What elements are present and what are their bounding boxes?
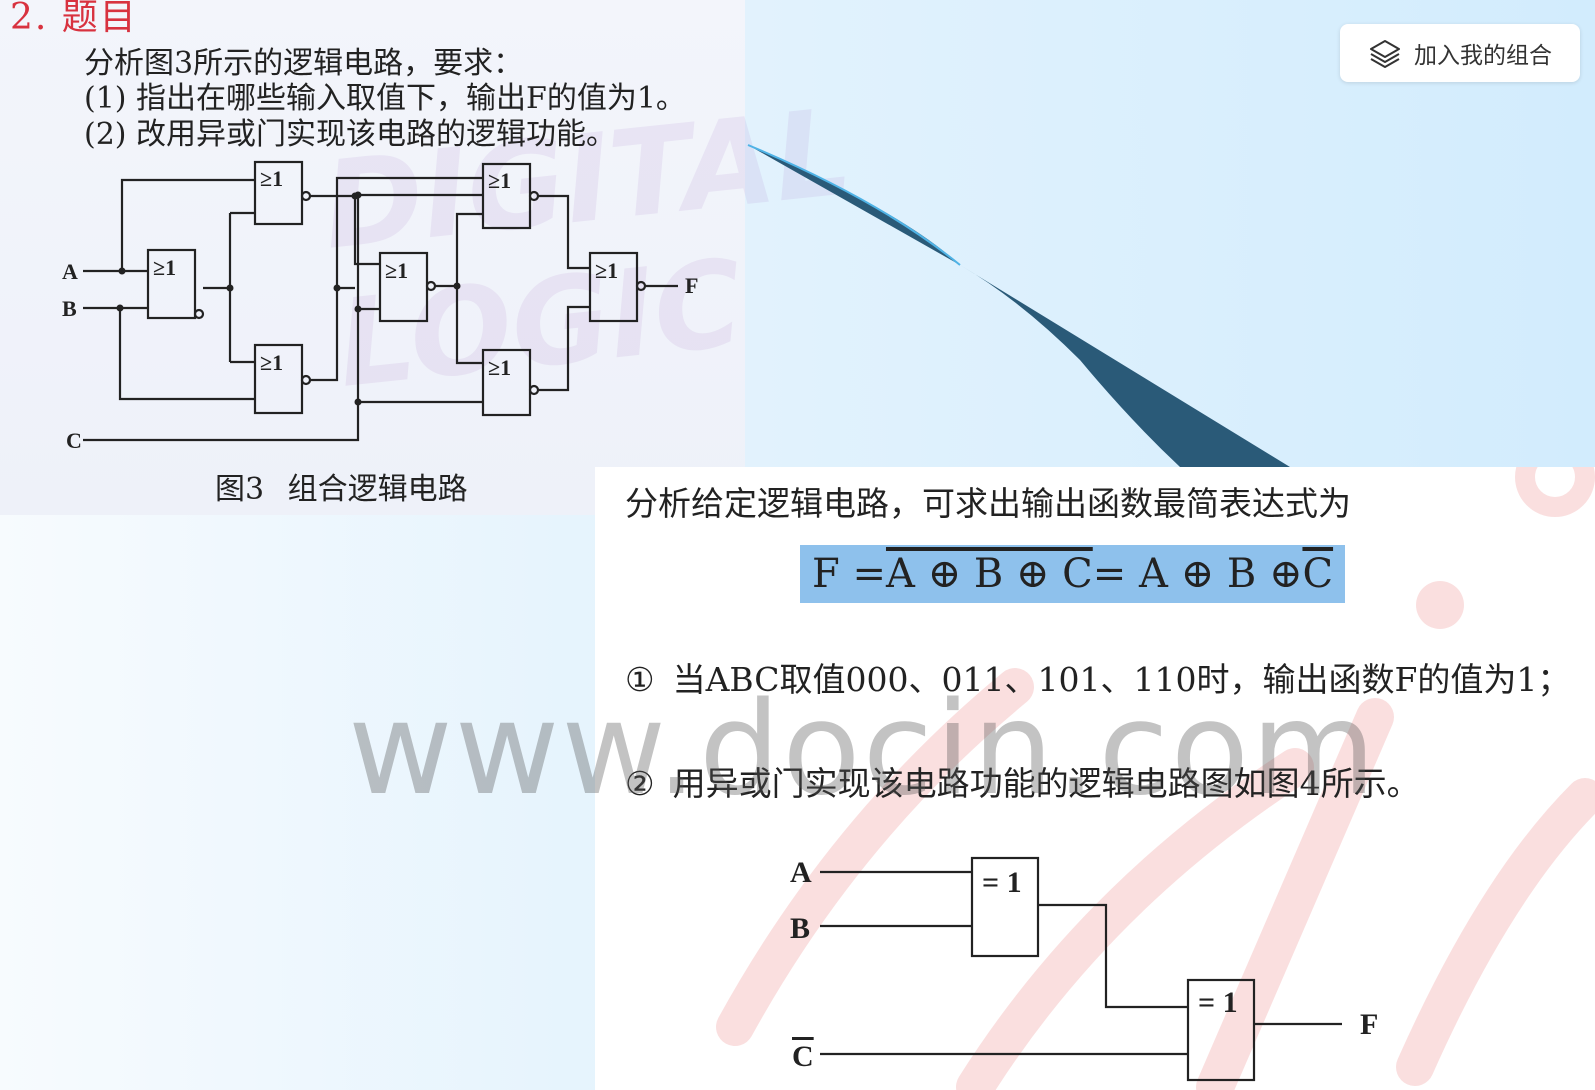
- question-intro: 分析图3所示的逻辑电路，要求：: [84, 46, 524, 81]
- gate-label: ≥1: [385, 258, 408, 283]
- gate-label: ≥1: [488, 355, 511, 380]
- formula-negated-term: A ⊕ B ⊕ C: [885, 551, 1093, 597]
- gate-label: ≥1: [595, 258, 618, 283]
- xor-gate-label: = 1: [982, 866, 1022, 899]
- input-label-c-bar: C: [792, 1040, 814, 1073]
- xor-gate-label: = 1: [1198, 986, 1238, 1019]
- question-item-2: (2) 改用异或门实现该电路的逻辑功能。: [84, 117, 617, 152]
- answer-step-1: ① 当ABC取值000、011、101、110时，输出函数F的值为1；: [625, 653, 1570, 701]
- gate-label: ≥1: [488, 168, 511, 193]
- boolean-formula: F = A ⊕ B ⊕ C = A ⊕ B ⊕ C: [800, 545, 1346, 603]
- input-label-a: A: [62, 259, 78, 284]
- gate-label: ≥1: [153, 255, 176, 280]
- figure-4-circuit: = 1 = 1 A B C F: [790, 856, 1378, 1082]
- gate-label: ≥1: [260, 166, 283, 191]
- formula-lhs: F =: [812, 551, 886, 597]
- add-to-group-label: 加入我的组合: [1414, 43, 1552, 69]
- figure-3-caption: 图3 组合逻辑电路: [215, 472, 468, 507]
- input-label-c: C: [66, 428, 82, 453]
- step-1-text: 当ABC取值000、011、101、110时，输出函数F的值为1；: [672, 660, 1571, 699]
- output-label-f: F: [685, 273, 698, 298]
- question-heading: 2. 题目: [10, 0, 138, 38]
- layers-icon: [1370, 40, 1400, 68]
- gate-label: ≥1: [260, 350, 283, 375]
- input-label-a: A: [790, 856, 812, 889]
- question-slide: 2. 题目 DIGITAL LOGIC 分析图3所示的逻辑电路，要求： (1) …: [0, 0, 858, 515]
- input-label-b: B: [62, 296, 77, 321]
- formula-mid: = A ⊕ B ⊕: [1092, 551, 1303, 597]
- input-label-b: B: [790, 912, 810, 945]
- formula-c-bar: C: [1302, 551, 1334, 597]
- step-2-marker: ②: [625, 764, 655, 803]
- figure-3-circuit: ≥1 ≥1 ≥1 ≥1 ≥1 ≥1 ≥1 A B C F: [62, 160, 698, 453]
- answer-intro: 分析给定逻辑电路，可求出输出函数最简表达式为: [625, 484, 1351, 523]
- add-to-group-button[interactable]: 加入我的组合: [1340, 24, 1580, 82]
- step-2-text: 用异或门实现该电路功能的逻辑电路图如图4所示。: [672, 764, 1420, 803]
- output-label-f: F: [1360, 1008, 1378, 1041]
- answer-slide: 分析给定逻辑电路，可求出输出函数最简表达式为 F = A ⊕ B ⊕ C = A…: [595, 467, 1595, 1090]
- step-1-marker: ①: [625, 660, 655, 699]
- answer-step-2: ② 用异或门实现该电路功能的逻辑电路图如图4所示。: [625, 757, 1420, 805]
- question-item-1: (1) 指出在哪些输入取值下，输出F的值为1。: [84, 81, 686, 116]
